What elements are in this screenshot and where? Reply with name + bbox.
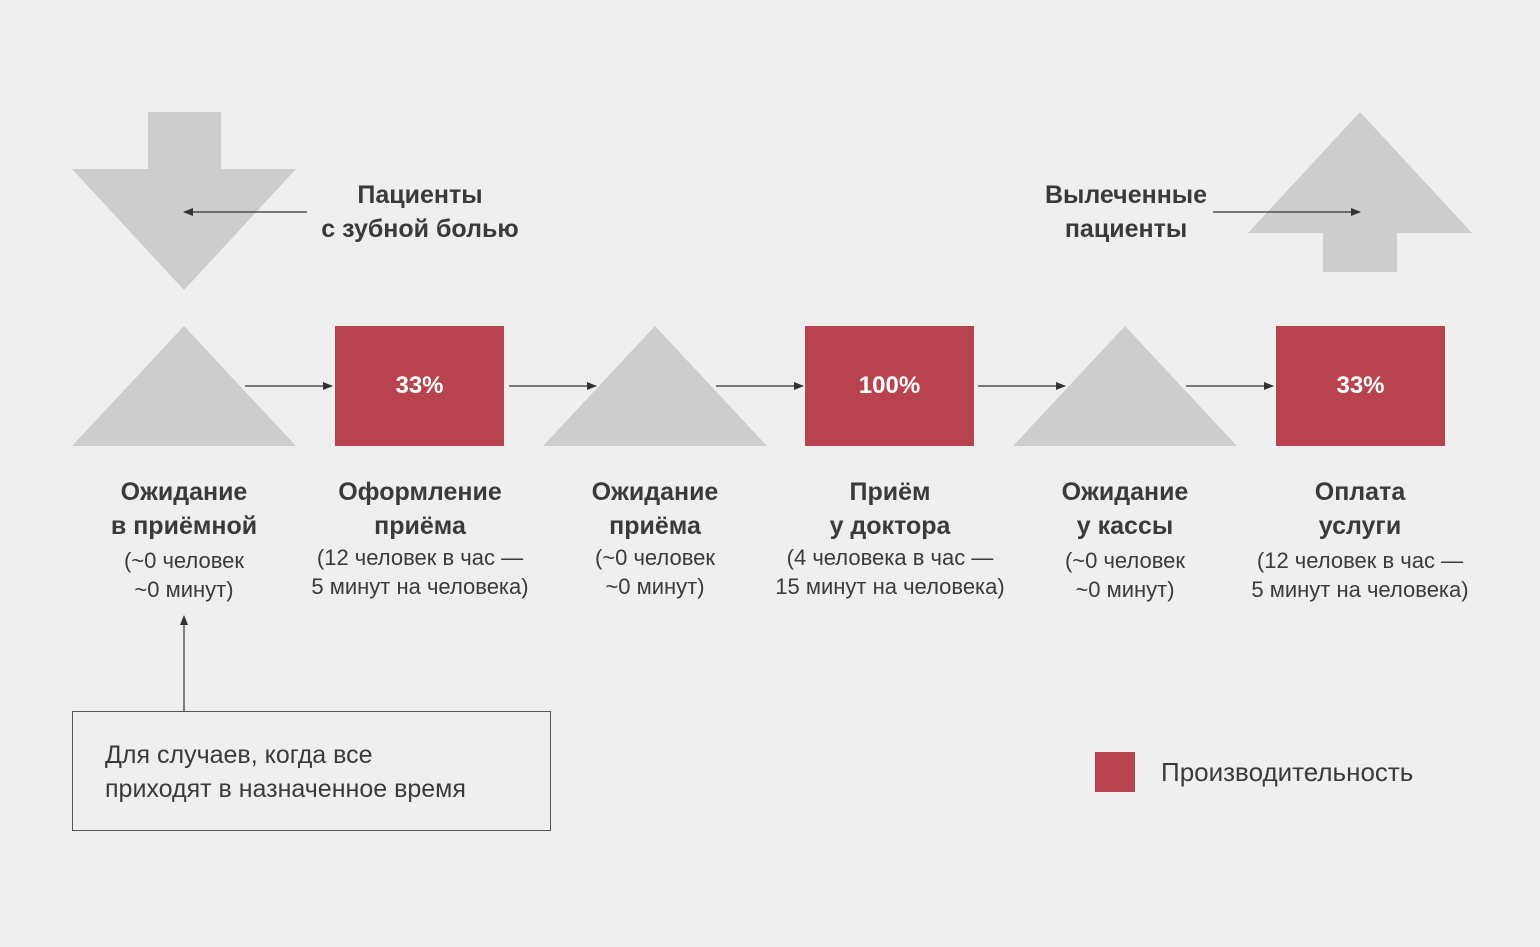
step-caption-payment: Оплата услуги (12 человек в час — 5 мину… <box>1225 475 1495 604</box>
payment-box <box>1276 326 1445 446</box>
step-title-line2: в приёмной <box>110 512 258 540</box>
doctor-percent: 100% <box>858 372 921 399</box>
step-detail-line2: 5 минут на человека) <box>311 574 529 599</box>
registration-box <box>335 326 504 446</box>
step-detail-line1: (12 человек в час — <box>1256 548 1464 573</box>
step-caption-doctor: Приём у доктора (4 человека в час — 15 м… <box>755 475 1025 601</box>
input-label: Пациенты с зубной болью <box>300 178 540 246</box>
wait-cashier-triangle-icon <box>1013 326 1237 446</box>
step-caption-registration: Оформление приёма (12 человек в час — 5 … <box>290 475 550 601</box>
step-detail-line2: ~0 минут) <box>134 577 234 602</box>
output-label: Вылеченные пациенты <box>1010 178 1242 246</box>
step-detail-line2: 5 минут на человека) <box>1251 577 1469 602</box>
input-label-line1: Пациенты <box>357 181 483 209</box>
step-detail-line1: (4 человека в час — <box>786 545 994 570</box>
step-detail-line2: ~0 минут) <box>1075 577 1175 602</box>
step-title-line2: приёма <box>609 512 701 540</box>
wait-appointment-triangle-icon <box>543 326 767 446</box>
step-detail-line2: ~0 минут) <box>605 574 705 599</box>
note-line1: Для случаев, когда все <box>105 741 373 769</box>
step-caption-wait-reception: Ожидание в приёмной (~0 человек ~0 минут… <box>64 475 304 604</box>
step-title-line2: у кассы <box>1076 512 1174 540</box>
step-title-line1: Оформление <box>338 478 502 506</box>
step-title-line1: Ожидание <box>1061 478 1189 506</box>
output-label-line2: пациенты <box>1064 215 1188 243</box>
input-label-line2: с зубной болью <box>321 215 519 243</box>
note-box: Для случаев, когда все приходят в назнач… <box>72 711 551 831</box>
wait-reception-triangle-icon <box>72 326 296 446</box>
legend-swatch <box>1095 752 1135 792</box>
step-title-line1: Ожидание <box>120 478 248 506</box>
doctor-box <box>805 326 974 446</box>
note-line2: приходят в назначенное время <box>105 775 466 803</box>
step-title-line2: приёма <box>374 512 466 540</box>
output-up-arrow-icon <box>1248 112 1472 272</box>
legend-label: Производительность <box>1161 757 1414 787</box>
input-down-arrow-icon <box>72 112 296 290</box>
registration-percent: 33% <box>395 372 444 399</box>
output-label-line1: Вылеченные <box>1044 181 1208 209</box>
step-detail-line2: 15 минут на человека) <box>775 574 1005 599</box>
step-detail-line1: (~0 человек <box>123 548 245 573</box>
payment-percent: 33% <box>1336 372 1385 399</box>
step-title-line1: Оплата <box>1314 478 1406 506</box>
step-title-line1: Приём <box>849 478 931 506</box>
step-title-line2: у доктора <box>829 512 951 540</box>
step-title-line1: Ожидание <box>591 478 719 506</box>
step-caption-wait-cashier: Ожидание у кассы (~0 человек ~0 минут) <box>1005 475 1245 604</box>
step-detail-line1: (~0 человек <box>594 545 716 570</box>
step-detail-line1: (12 человек в час — <box>316 545 524 570</box>
step-title-line2: услуги <box>1318 512 1402 540</box>
note-text: Для случаев, когда все приходят в назнач… <box>105 738 466 806</box>
step-caption-wait-appointment: Ожидание приёма (~0 человек ~0 минут) <box>535 475 775 601</box>
step-detail-line1: (~0 человек <box>1064 548 1186 573</box>
